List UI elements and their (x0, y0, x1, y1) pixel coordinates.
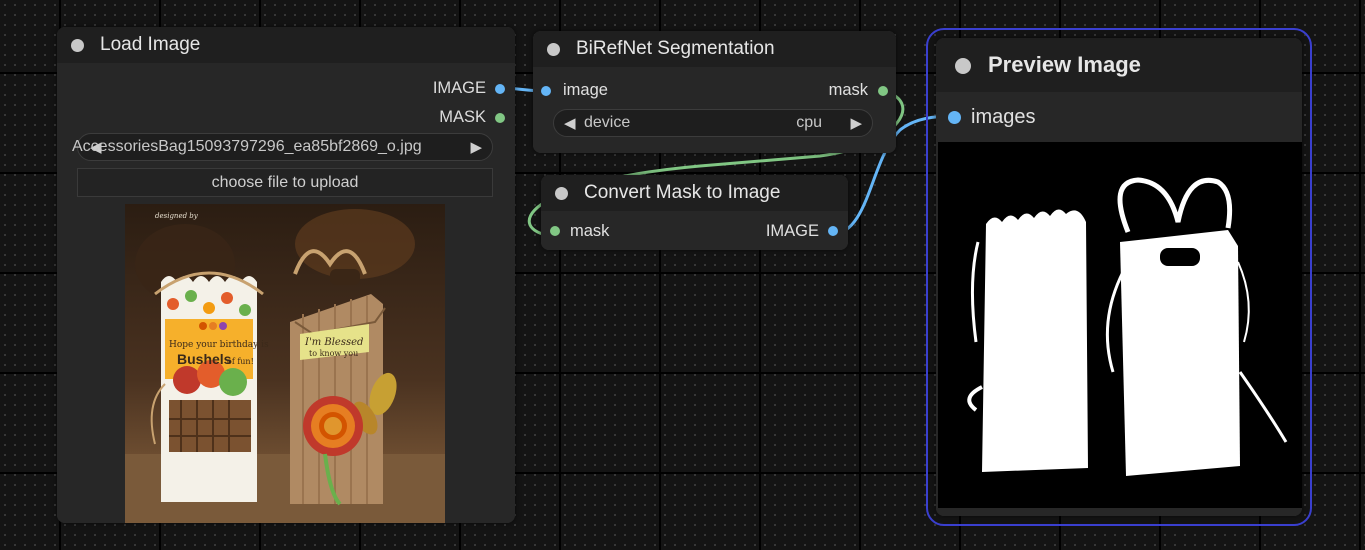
image-filename: AccessoriesBag15093797296_ea85bf2869_o.j… (72, 138, 422, 155)
input-mask-label: mask (570, 222, 610, 240)
photo-text-2: Bushels (177, 351, 232, 367)
upload-button[interactable]: choose file to upload (77, 168, 493, 197)
device-label: device (584, 114, 631, 131)
load-image-node[interactable]: Load Image IMAGE MASK ◀ AccessoriesBag15… (57, 27, 515, 523)
images-slot-row: images (936, 92, 1302, 142)
output-image-slot[interactable] (828, 226, 838, 236)
output-image-label: IMAGE (432, 79, 486, 97)
prev-arrow-icon[interactable]: ◀ (90, 139, 102, 156)
photo-text-4: I'm Blessed (304, 337, 363, 348)
preview-body: images (936, 92, 1302, 516)
photo-text-3: of fun! (227, 357, 254, 366)
collapse-dot[interactable] (71, 39, 84, 52)
collapse-dot[interactable] (955, 58, 971, 74)
load-image-title: Load Image (100, 34, 201, 55)
photo-artwork: Hope your birthday is Bushels of fun! I'… (125, 209, 445, 523)
input-images-label: images (971, 106, 1036, 128)
output-image-label: IMAGE (765, 222, 819, 240)
convert-mask-node[interactable]: Convert Mask to Image mask IMAGE (541, 175, 848, 250)
input-mask-slot[interactable] (550, 226, 560, 236)
photo-text-1: Hope your birthday is (169, 340, 269, 350)
preview-title-bar[interactable]: Preview Image (936, 38, 1302, 92)
mask-artwork (967, 177, 1288, 476)
output-mask-label: MASK (439, 108, 486, 126)
convert-mask-title: Convert Mask to Image (584, 182, 781, 203)
input-image-slot[interactable] (541, 86, 551, 96)
preview-image-node[interactable]: Preview Image images (926, 28, 1312, 526)
svg-text:designed by: designed by (155, 212, 199, 220)
birefnet-slot-row: image mask (533, 67, 896, 99)
output-mask-label: mask (828, 81, 868, 99)
output-mask-slot[interactable] (878, 86, 888, 96)
preview-title: Preview Image (988, 52, 1141, 77)
device-value: cpu (796, 114, 822, 131)
mask-preview-image (938, 142, 1302, 508)
load-image-title-bar[interactable]: Load Image (57, 27, 515, 63)
output-mask-slot[interactable] (495, 113, 505, 123)
photo-text-5: to know you (309, 349, 358, 358)
output-image-slot[interactable] (495, 84, 505, 94)
device-combo[interactable]: ◀ device cpu ▶ (553, 109, 873, 137)
collapse-dot[interactable] (547, 43, 560, 56)
input-images-slot[interactable] (948, 111, 961, 124)
next-arrow-icon[interactable]: ▶ (470, 139, 482, 156)
prev-arrow-icon[interactable]: ◀ (564, 115, 576, 132)
load-image-body: IMAGE MASK ◀ AccessoriesBag15093797296_e… (57, 63, 515, 523)
convert-mask-title-bar[interactable]: Convert Mask to Image (541, 175, 848, 211)
loaded-image-preview: Hope your birthday is Bushels of fun! I'… (125, 204, 445, 523)
birefnet-title: BiRefNet Segmentation (576, 38, 775, 59)
image-file-combo[interactable]: ◀ AccessoriesBag15093797296_ea85bf2869_o… (72, 133, 493, 161)
birefnet-node[interactable]: BiRefNet Segmentation image mask ◀ devic… (533, 31, 896, 153)
input-image-label: image (563, 81, 608, 99)
collapse-dot[interactable] (555, 187, 568, 200)
convert-mask-body: mask IMAGE (541, 211, 848, 250)
next-arrow-icon[interactable]: ▶ (850, 115, 862, 132)
birefnet-body: image mask ◀ device cpu ▶ (533, 67, 896, 153)
birefnet-title-bar[interactable]: BiRefNet Segmentation (533, 31, 896, 67)
